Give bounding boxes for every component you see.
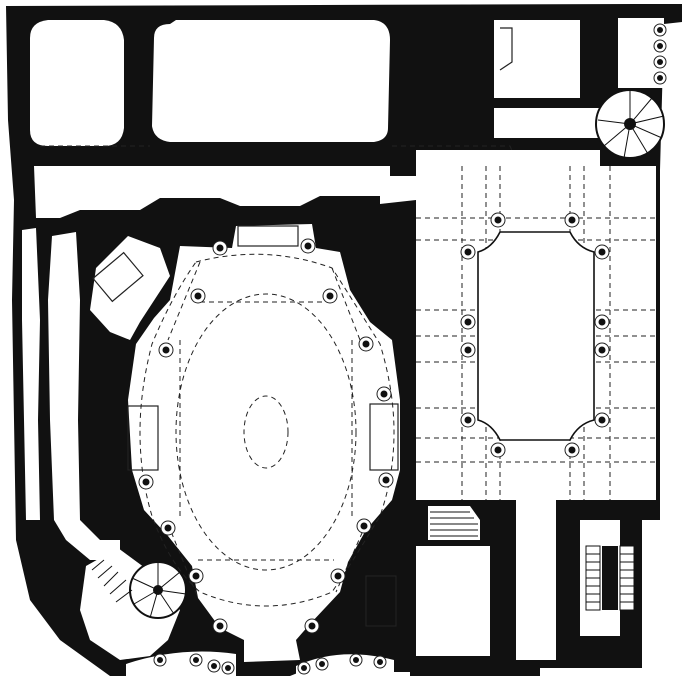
bottom-porch-columns	[153, 653, 387, 675]
straight-stair-bottom-right	[585, 545, 635, 611]
spiral-stair-top-right	[595, 89, 665, 159]
rotunda-northwest-room	[90, 236, 170, 340]
spiral-stair-southwest	[80, 548, 187, 660]
sofa-north	[237, 225, 299, 247]
door-arc-top-right	[499, 27, 513, 71]
rotunda-inner-ellipse	[175, 293, 357, 571]
room-top-hall	[152, 20, 390, 142]
courtyard-columns	[460, 212, 610, 458]
corridor-link-right	[416, 150, 600, 166]
rotunda-columns	[138, 238, 394, 634]
rotunda-radial-dash	[167, 261, 367, 599]
rotunda-hall	[128, 224, 400, 662]
rotunda-outer-dash	[139, 253, 395, 607]
room-top-right-corridor	[494, 108, 608, 138]
room-top-left	[30, 20, 124, 146]
room-bottom-center-right	[416, 546, 490, 656]
sofa-east	[369, 403, 399, 471]
room-bottom-right-passage	[516, 500, 556, 660]
sofa-south-east	[365, 575, 397, 627]
column-row-top-right	[653, 23, 667, 85]
courtyard-stair	[428, 506, 480, 540]
sofa-west	[127, 405, 159, 471]
courtyard-inner-court	[477, 231, 595, 441]
west-passage	[48, 232, 120, 560]
main-corridor	[34, 166, 416, 218]
rotunda-center-ellipse	[243, 395, 289, 469]
west-narrow-room	[22, 228, 40, 520]
sofa-northwest	[92, 251, 144, 303]
room-top-right-small	[494, 20, 580, 98]
